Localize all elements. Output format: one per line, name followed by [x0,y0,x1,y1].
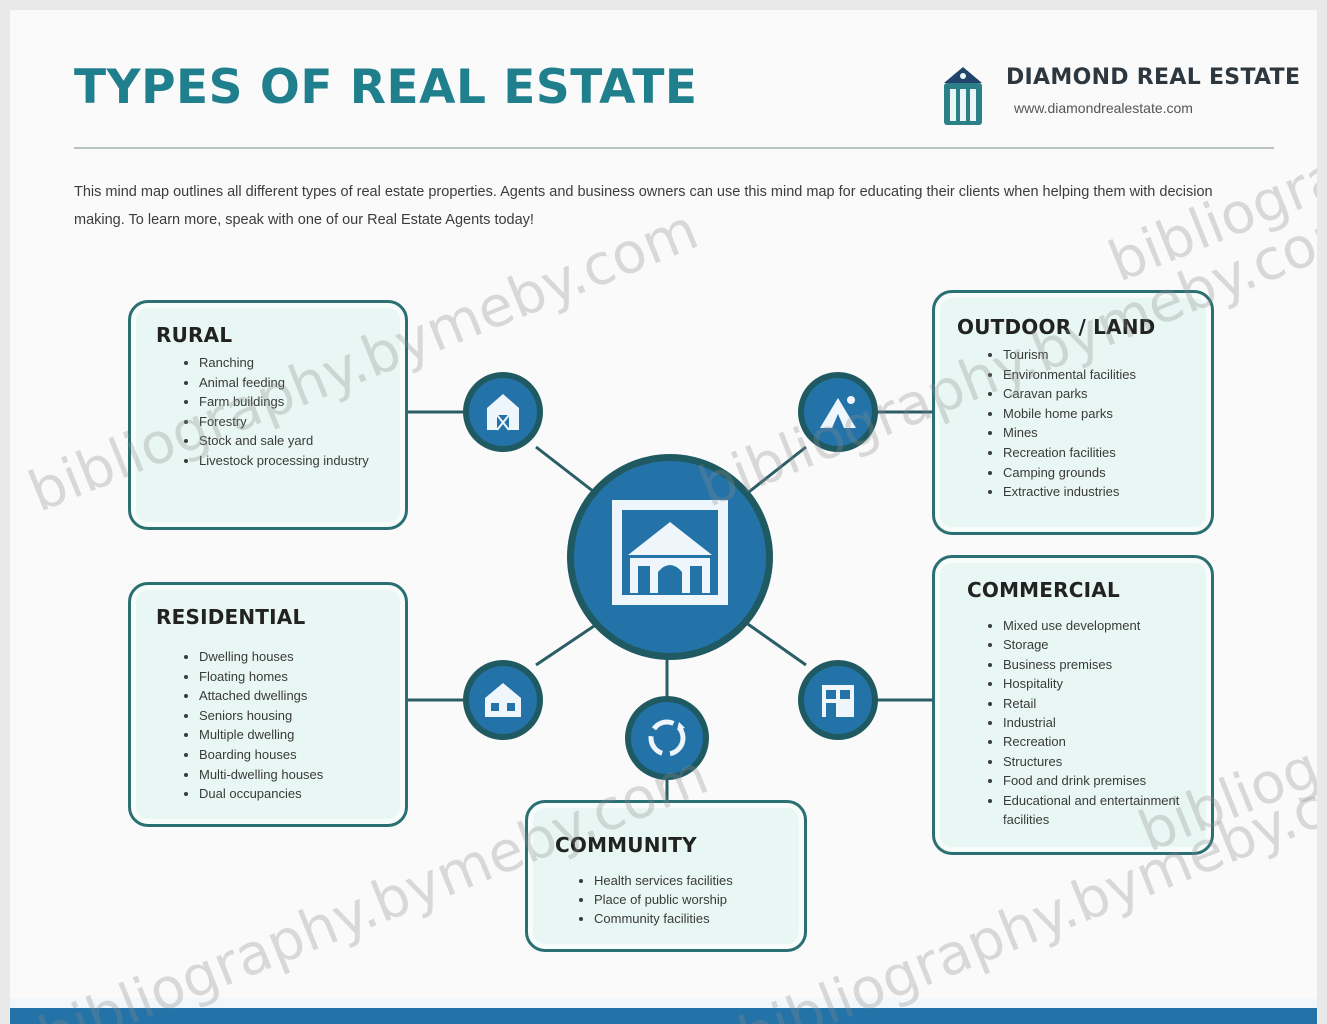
category-title-rural: RURAL [156,323,233,347]
list-item: Ranching [199,353,369,373]
list-item: Storage [1003,635,1211,654]
category-box-rural: RURAL Ranching Animal feeding Farm build… [128,300,408,530]
header-divider [74,147,1274,149]
camping-icon [798,372,878,452]
connector-outdoor-center [744,445,807,497]
list-item: Dwelling houses [199,647,323,667]
list-item: Mobile home parks [1003,404,1136,424]
diamond-logo-icon [944,67,982,125]
connector-commercial-center [744,620,807,667]
list-item: Place of public worship [594,890,733,909]
list-item: Industrial [1003,713,1211,732]
list-item: Food and drink premises [1003,771,1211,790]
category-list-commercial: Mixed use development Storage Business p… [987,616,1211,829]
category-list-residential: Dwelling houses Floating homes Attached … [183,647,323,804]
museum-building-icon [567,454,773,660]
category-list-rural: Ranching Animal feeding Farm buildings F… [183,353,369,471]
list-item: Dual occupancies [199,784,323,804]
list-item: Farm buildings [199,392,369,412]
category-title-community: COMMUNITY [555,833,697,857]
list-item: Stock and sale yard [199,431,369,451]
list-item: Structures [1003,752,1211,771]
category-box-community: COMMUNITY Health services facilities Pla… [525,800,807,952]
barn-icon [463,372,543,452]
infographic-page: TYPES OF REAL ESTATE DIAMOND REAL ESTATE… [10,10,1317,1024]
mind-map-diagram [408,372,932,802]
list-item: Business premises [1003,655,1211,674]
category-title-outdoor-land: OUTDOOR / LAND [957,315,1156,339]
category-list-outdoor-land: Tourism Environmental facilities Caravan… [987,345,1136,502]
brand-name: DIAMOND REAL ESTATE [1006,65,1301,90]
list-item: Multiple dwelling [199,725,323,745]
category-box-commercial: COMMERCIAL Mixed use development Storage… [932,555,1214,855]
list-item: Environmental facilities [1003,365,1136,385]
connectors [408,410,932,802]
category-box-residential: RESIDENTIAL Dwelling houses Floating hom… [128,582,408,827]
list-item: Tourism [1003,345,1136,365]
category-box-outdoor-land: OUTDOOR / LAND Tourism Environmental fac… [932,290,1214,535]
list-item: Community facilities [594,909,733,928]
list-item: Animal feeding [199,373,369,393]
list-item: Multi-dwelling houses [199,765,323,785]
list-item: Health services facilities [594,871,733,890]
connector-residential-center [535,620,601,667]
category-list-community: Health services facilities Place of publ… [578,871,733,928]
community-recycle-icon [625,696,709,780]
list-item: Retail [1003,694,1211,713]
page-title: TYPES OF REAL ESTATE [74,60,698,115]
list-item: Mixed use development [1003,616,1211,635]
list-item: Extractive industries [1003,482,1136,502]
list-item: Boarding houses [199,745,323,765]
list-item: Educational and entertainment facilities [1003,791,1211,830]
intro-text: This mind map outlines all different typ… [74,184,1213,228]
house-icon [463,660,543,740]
category-title-commercial: COMMERCIAL [967,578,1120,602]
list-item: Livestock processing industry [199,451,369,471]
connector-rural-center [535,445,599,497]
list-item: Attached dwellings [199,686,323,706]
list-item: Caravan parks [1003,384,1136,404]
category-title-residential: RESIDENTIAL [156,605,306,629]
brand-url: www.diamondrealestate.com [1014,100,1193,116]
storefront-icon [798,660,878,740]
list-item: Floating homes [199,667,323,687]
list-item: Seniors housing [199,706,323,726]
list-item: Recreation facilities [1003,443,1136,463]
list-item: Forestry [199,412,369,432]
list-item: Hospitality [1003,674,1211,693]
list-item: Camping grounds [1003,463,1136,483]
footer-band [10,1008,1317,1024]
list-item: Mines [1003,423,1136,443]
list-item: Recreation [1003,732,1211,751]
footer-highlight [10,998,1317,1008]
